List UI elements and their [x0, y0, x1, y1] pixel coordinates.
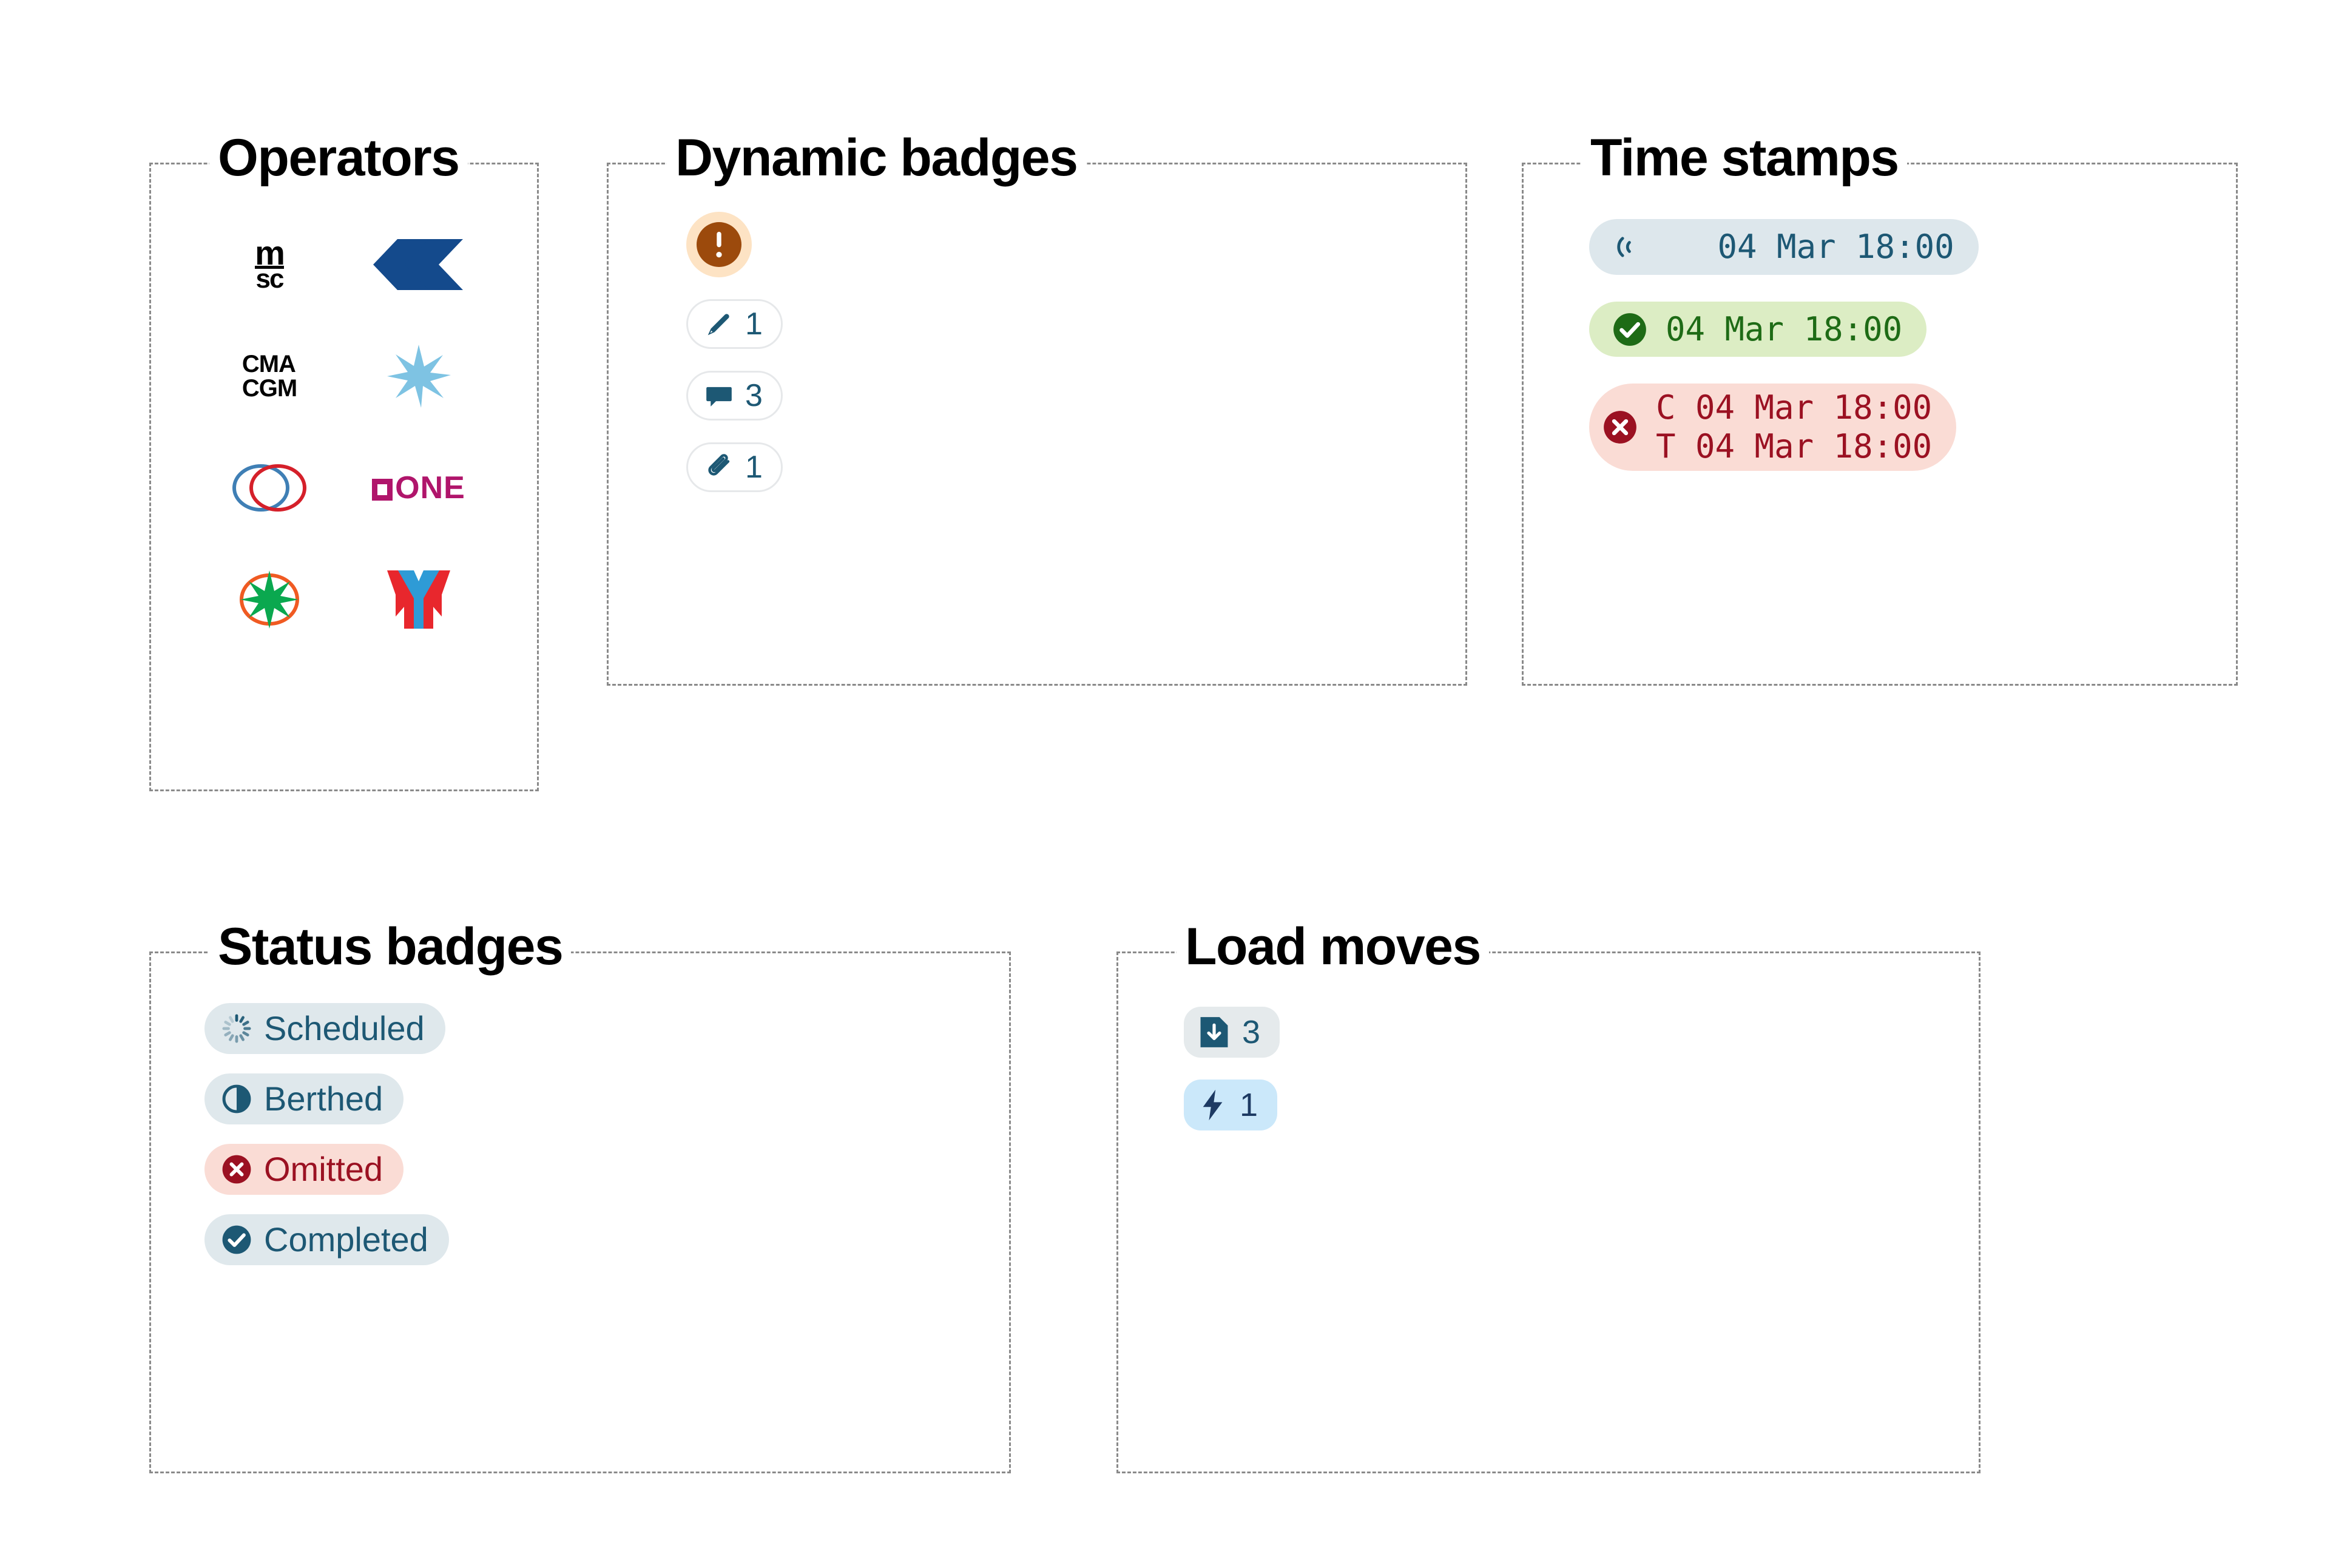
operator-logo-grid: m sc CMA CGM	[151, 231, 537, 633]
panel-status-badges-body: Scheduled Berthed	[151, 953, 1009, 1472]
seven-point-star-icon	[385, 343, 452, 410]
yangming-logo[interactable]	[361, 566, 476, 633]
panel-status-badges: Status badges	[149, 921, 1011, 1473]
bolt-icon	[1198, 1088, 1227, 1122]
time-stamp-stack: 04 Mar 18:00 04 Mar 18:00	[1589, 219, 1979, 471]
cmacgm-logo-bottom: CGM	[241, 375, 297, 402]
status-badge-omitted-label: Omitted	[264, 1150, 383, 1188]
status-badge-berthed-label: Berthed	[264, 1080, 383, 1118]
attachment-count-badge[interactable]: 1	[686, 442, 783, 492]
one-square-glyph	[372, 479, 393, 501]
oocl-circles-logo[interactable]	[212, 455, 327, 521]
edit-count-badge[interactable]: 1	[686, 299, 783, 349]
timestamp-omitted-line-c: C 04 Mar 18:00	[1656, 388, 1933, 427]
panel-load-moves-title: Load moves	[1177, 921, 1489, 973]
overlapping-circles-icon	[231, 462, 308, 513]
attachment-count-value: 1	[745, 450, 763, 485]
status-badge-scheduled-label: Scheduled	[264, 1009, 425, 1047]
cmacgm-wordmark: CMA CGM	[242, 352, 297, 400]
comment-count-value: 3	[745, 378, 763, 413]
timestamp-estimated[interactable]: 04 Mar 18:00	[1589, 219, 1979, 275]
kline-logo[interactable]	[361, 231, 476, 298]
x-circle-icon	[220, 1153, 253, 1186]
ym-monogram-icon	[386, 569, 451, 630]
dynamic-badge-stack: 1 3 1	[686, 212, 783, 492]
evergreen-compass-logo[interactable]	[212, 566, 327, 633]
msc-wordmark: m sc	[255, 233, 285, 294]
spinner-icon	[220, 1012, 253, 1045]
load-move-discharge-badge[interactable]: 3	[1184, 1007, 1280, 1058]
one-wordmark: ONE	[372, 470, 465, 506]
timestamp-actual-value: 04 Mar 18:00	[1666, 309, 1903, 348]
msc-logo[interactable]: m sc	[212, 231, 327, 298]
cmacgm-logo[interactable]: CMA CGM	[212, 343, 327, 410]
panel-load-moves: Load moves 3	[1116, 921, 1981, 1473]
status-badge-completed[interactable]: Completed	[204, 1214, 449, 1265]
compass-star-icon	[235, 569, 303, 630]
panel-operators-body: m sc CMA CGM	[151, 164, 537, 789]
load-move-stack: 3 1	[1184, 1007, 1280, 1130]
panel-load-moves-body: 3 1	[1118, 953, 1979, 1472]
panel-time-stamps-title: Time stamps	[1582, 132, 1907, 184]
paperclip-icon	[704, 452, 734, 482]
timestamp-omitted-lines: C 04 Mar 18:00 T 04 Mar 18:00	[1656, 388, 1932, 465]
panel-dynamic-badges-title: Dynamic badges	[667, 132, 1086, 184]
status-badge-scheduled[interactable]: Scheduled	[204, 1003, 445, 1054]
pencil-icon	[704, 309, 734, 339]
status-badge-completed-label: Completed	[264, 1220, 428, 1259]
alert-badge[interactable]	[686, 212, 752, 277]
load-move-reefer-badge[interactable]: 1	[1184, 1080, 1278, 1130]
panel-dynamic-badges: Dynamic badges	[607, 132, 1467, 686]
broadcast-icon	[1611, 232, 1641, 262]
timestamp-estimated-value: 04 Mar 18:00	[1658, 228, 1954, 266]
timestamp-actual[interactable]: 04 Mar 18:00	[1589, 301, 1927, 357]
msc-logo-top: m	[255, 233, 285, 272]
panel-status-badges-title: Status badges	[209, 921, 572, 973]
panel-time-stamps-body: 04 Mar 18:00 04 Mar 18:00	[1524, 164, 2236, 684]
panel-operators-title: Operators	[209, 132, 468, 184]
msc-logo-bottom: sc	[255, 264, 284, 294]
panel-time-stamps: Time stamps 04 Mar 18:00	[1522, 132, 2238, 686]
timestamp-omitted[interactable]: C 04 Mar 18:00 T 04 Mar 18:00	[1589, 384, 1957, 471]
one-logo[interactable]: ONE	[361, 455, 476, 521]
x-circle-icon	[1601, 408, 1639, 446]
cmacgm-logo-top: CMA	[241, 351, 296, 377]
panel-operators: Operators m sc	[149, 132, 539, 791]
check-circle-icon	[220, 1223, 253, 1256]
panel-dynamic-badges-body: 1 3 1	[609, 164, 1465, 684]
load-move-discharge-value: 3	[1242, 1014, 1261, 1050]
discharge-document-icon	[1198, 1015, 1230, 1050]
maersk-star-logo[interactable]	[361, 343, 476, 410]
kline-chevron-icon	[373, 237, 464, 292]
status-badge-omitted[interactable]: Omitted	[204, 1144, 404, 1195]
half-circle-icon	[220, 1083, 253, 1115]
one-logo-text: ONE	[395, 470, 465, 505]
load-move-reefer-value: 1	[1240, 1087, 1258, 1123]
check-circle-icon	[1611, 311, 1649, 348]
edit-count-value: 1	[745, 306, 763, 342]
exclamation-circle-icon	[697, 222, 741, 267]
timestamp-omitted-line-t: T 04 Mar 18:00	[1656, 427, 1933, 466]
status-badge-berthed[interactable]: Berthed	[204, 1073, 404, 1124]
status-badge-stack: Scheduled Berthed	[204, 1003, 449, 1265]
comment-count-badge[interactable]: 3	[686, 371, 783, 421]
comment-icon	[704, 380, 734, 411]
